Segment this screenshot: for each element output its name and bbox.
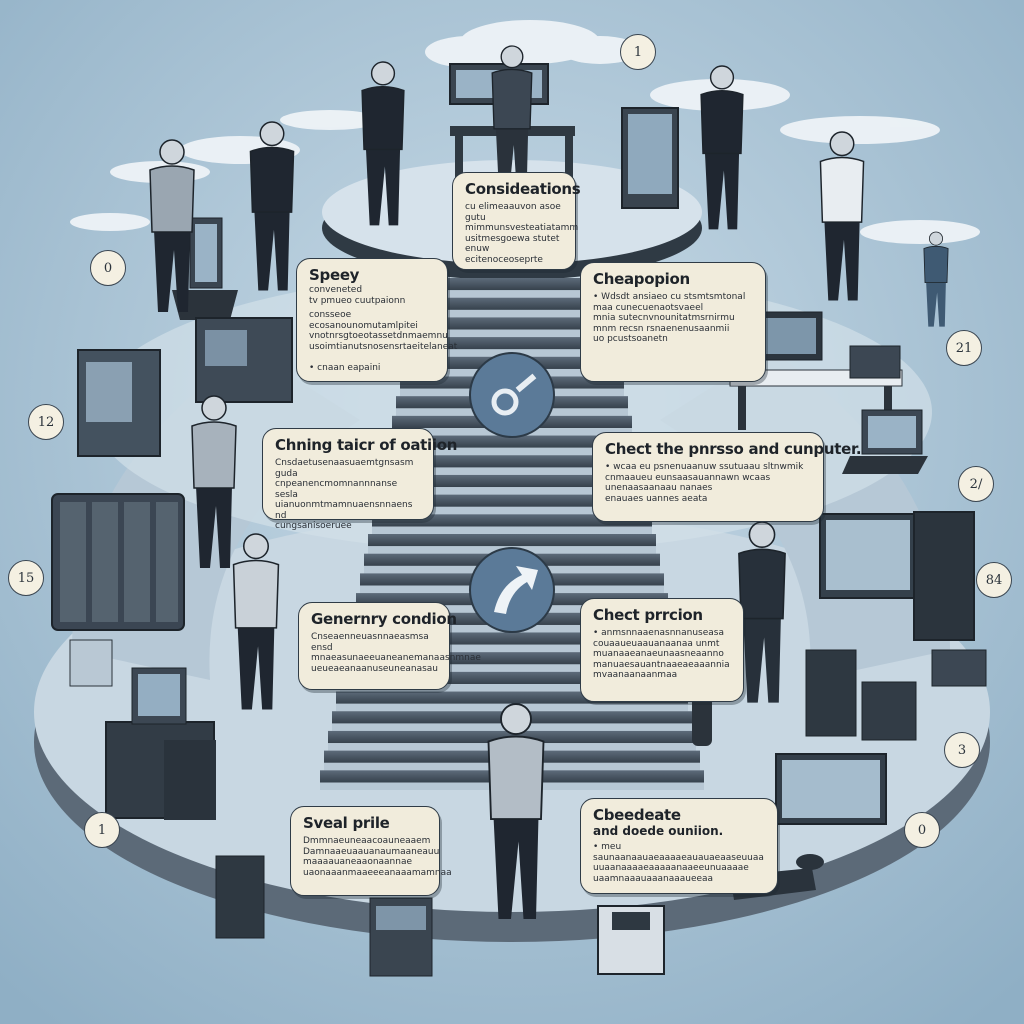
person-figure bbox=[232, 533, 280, 710]
person-figure bbox=[361, 61, 405, 226]
panel-body: Dmmnaeuneaacoauneaaem Damnaaeuaauanaumaa… bbox=[303, 836, 452, 878]
pc-tower-icon bbox=[164, 740, 216, 820]
number-badge: 15 bbox=[8, 560, 44, 596]
stair-tread bbox=[344, 664, 680, 672]
panel-chning: Chning taicr of oatiion Cnsdaetusenaasua… bbox=[262, 428, 458, 531]
stair-tread bbox=[416, 309, 608, 318]
stair-tread bbox=[384, 467, 640, 475]
stair-step bbox=[388, 435, 636, 448]
person-figure bbox=[700, 65, 744, 230]
number-badge: 21 bbox=[946, 330, 982, 366]
panel-genernry: Genernry condion Cnseaenneuasnnaeasmsa e… bbox=[298, 602, 481, 690]
stair-tread bbox=[388, 447, 636, 456]
panel-body: • wcaa eu psnenuaanuw ssutuaau sltnwmik … bbox=[605, 462, 804, 504]
person-figure bbox=[149, 139, 195, 312]
person-figure bbox=[487, 703, 545, 919]
person-figure bbox=[923, 231, 949, 327]
stair-step bbox=[376, 494, 648, 507]
person-figure bbox=[738, 521, 786, 703]
number-badge: 0 bbox=[90, 250, 126, 286]
panel-title: Cbeedeate bbox=[593, 806, 681, 824]
panel-title: Sveal prile bbox=[303, 814, 390, 832]
panel-title: Consideations bbox=[465, 180, 581, 198]
panel-chect-pnrsso: Chect the pnrsso and cunputer. • wcaa eu… bbox=[592, 432, 862, 522]
pc-tower-icon bbox=[913, 511, 975, 641]
number-badge: 0 bbox=[904, 812, 940, 848]
number-badge: 84 bbox=[976, 562, 1012, 598]
equipment bbox=[51, 63, 987, 977]
stair-tread bbox=[380, 487, 644, 495]
panel-title: Genernry condion bbox=[311, 610, 457, 628]
panel-body: cu elimeaauvon asoe gutu mimmunsvesteati… bbox=[465, 202, 579, 265]
panel-subtitle: and doede ouniion. bbox=[593, 824, 724, 838]
stair-step bbox=[380, 474, 644, 488]
pc-tower-icon bbox=[805, 649, 857, 737]
number-badge: 3 bbox=[944, 732, 980, 768]
stair-step bbox=[420, 278, 604, 291]
panel-speey: Speey conveneted tv pmueo cuutpaionn con… bbox=[296, 258, 458, 382]
stair-step bbox=[408, 337, 616, 350]
number-badge: 2/ bbox=[958, 466, 994, 502]
laptop-icon bbox=[849, 345, 901, 379]
stair-tread bbox=[420, 290, 604, 298]
panel-title: Chect prrcion bbox=[593, 606, 703, 624]
gear-icon bbox=[491, 373, 537, 416]
panel-body: • meu saunaanaauaeaaaaeauauaeaaseuuaa uu… bbox=[593, 842, 764, 884]
panel-body: Cnsdaetusenaasuaemtgnsasm guda cnpeanenc… bbox=[275, 458, 414, 531]
stair-tread bbox=[348, 644, 676, 653]
stair-tread bbox=[372, 526, 652, 534]
laptop-icon bbox=[931, 649, 987, 687]
panel-body: Cnseaenneuasnnaeasmsa ensd mnaeasunaeeua… bbox=[311, 632, 481, 674]
curved-arrow-icon bbox=[494, 566, 538, 614]
pc-tower-icon bbox=[861, 681, 917, 741]
number-badge: 1 bbox=[620, 34, 656, 70]
number-badge: 12 bbox=[28, 404, 64, 440]
keyboard-icon bbox=[172, 290, 238, 320]
panel-body: • anmsnnaaenasnnanuseasa couaaueuaauanaa… bbox=[593, 628, 730, 680]
stair-tread bbox=[376, 506, 648, 515]
stair-tread bbox=[412, 329, 612, 338]
people bbox=[149, 45, 949, 919]
panel-title: Speey bbox=[309, 266, 360, 284]
panel-subtitle: conveneted tv pmueo cuutpaionn bbox=[309, 285, 406, 306]
panel-sveal: Sveal prile Dmmnaeuneaacoauneaaem Damnaa… bbox=[290, 806, 452, 896]
panel-title: Cheapopion bbox=[593, 270, 690, 288]
panel-cbeedeate: Cbeedeate and doede ouniion. • meu sauna… bbox=[580, 798, 778, 894]
stair-step bbox=[412, 317, 612, 330]
panel-chect-prrcion: Chect prrcion • anmsnnaaenasnnanuseasa c… bbox=[580, 598, 744, 702]
stair-step bbox=[368, 534, 656, 547]
panel-body: consseoe ecosanounomutamlpitei vnotnrsgt… bbox=[309, 310, 458, 373]
panel-cheapopion: Cheapopion • Wdsdt ansiaeo cu stsmtsmton… bbox=[580, 262, 766, 382]
stair-tread bbox=[340, 684, 684, 692]
panel-title: Chning taicr of oatiion bbox=[275, 436, 458, 454]
person-figure bbox=[191, 395, 237, 568]
number-badge: 1 bbox=[84, 812, 120, 848]
stair-step bbox=[384, 455, 640, 468]
person-figure bbox=[819, 131, 865, 301]
mouse-icon bbox=[796, 854, 824, 870]
person-figure bbox=[249, 121, 295, 291]
printer-icon bbox=[597, 905, 665, 975]
stair-step bbox=[416, 297, 608, 310]
small-monitor-icon bbox=[69, 639, 113, 687]
pc-tower-icon bbox=[215, 855, 265, 939]
stair-step bbox=[372, 514, 652, 527]
panel-body: • Wdsdt ansiaeo cu stsmtsmtonal maa cune… bbox=[593, 292, 746, 344]
panel-title: Chect the pnrsso and cunputer. bbox=[605, 440, 862, 458]
panel-considerations: Consideations cu elimeaauvon asoe gutu m… bbox=[452, 172, 581, 270]
